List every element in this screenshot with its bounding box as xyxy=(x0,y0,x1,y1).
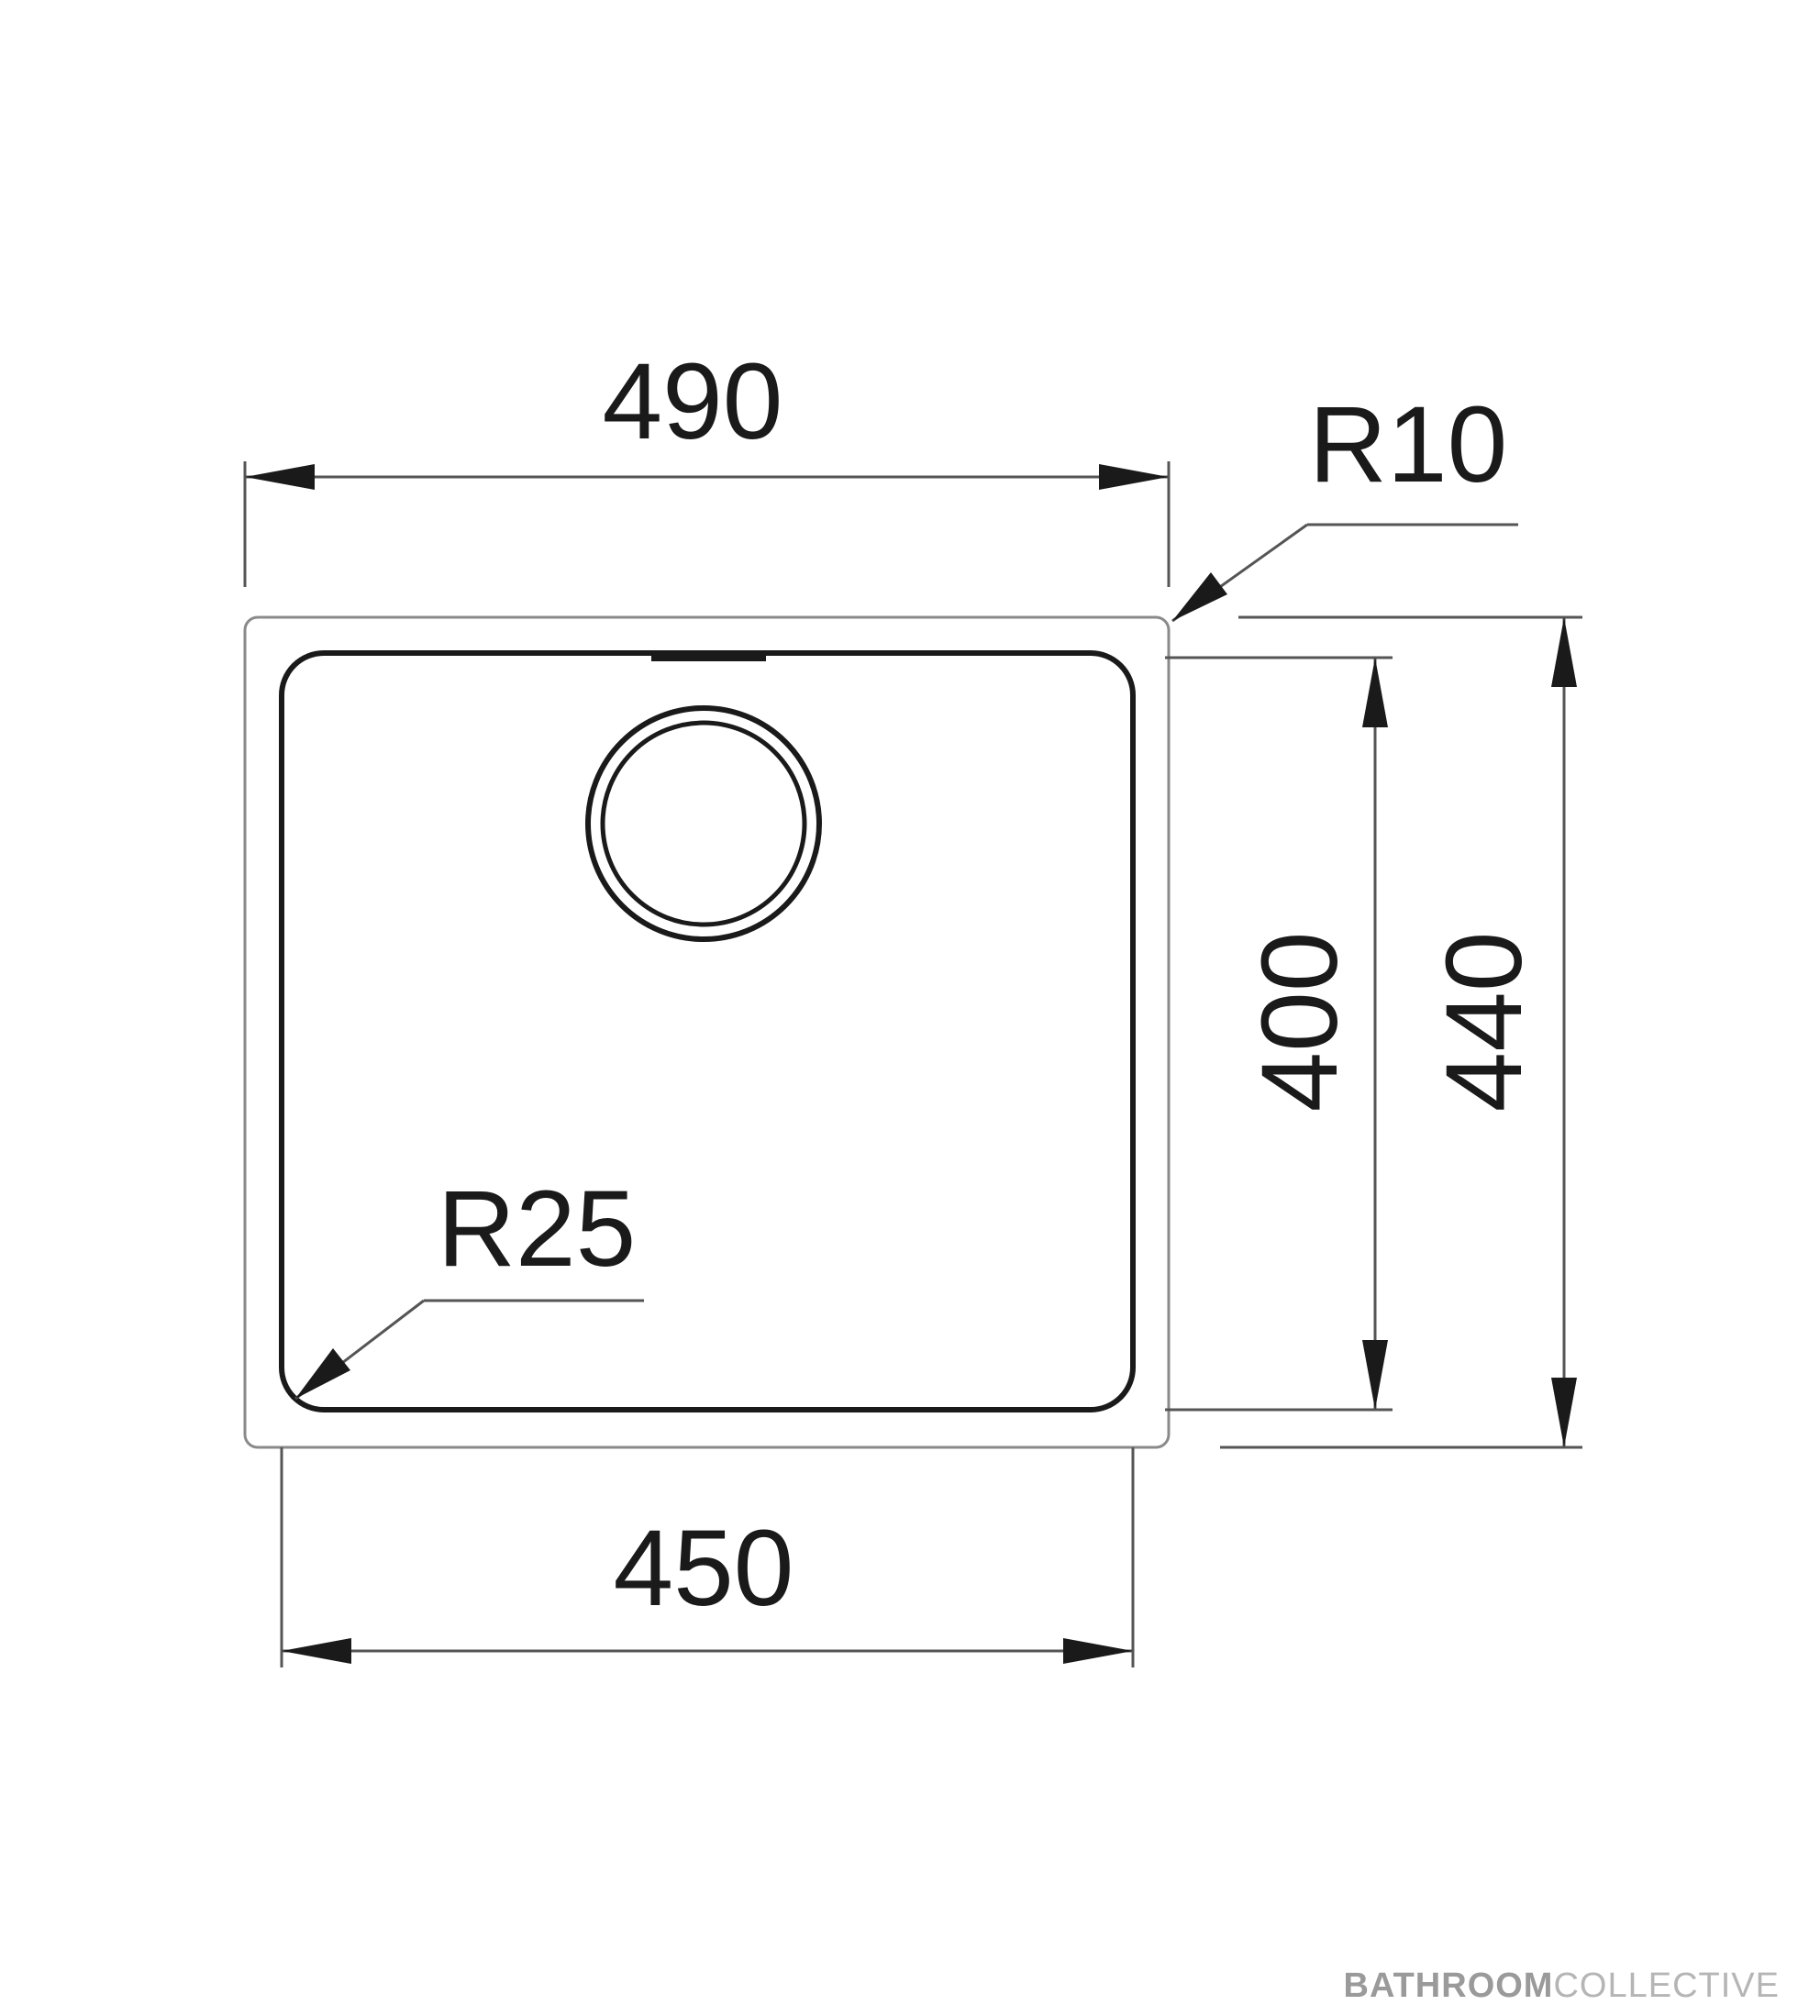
dim-450-label: 450 xyxy=(614,1508,794,1629)
r10-leader-arrow xyxy=(1172,572,1227,621)
dim-440-arrow-bottom xyxy=(1551,1378,1577,1447)
dim-490-arrow-right xyxy=(1099,464,1169,490)
dim-400-label: 400 xyxy=(1239,932,1360,1113)
brand-logo: BATHROOMCOLLECTIVE xyxy=(1344,1966,1780,2006)
drain-inner-ring xyxy=(600,720,807,927)
drain-outer-ring xyxy=(585,705,822,942)
r25-label: R25 xyxy=(438,1169,636,1290)
r25-leader-arrow xyxy=(295,1348,350,1399)
brand-name-primary: BATHROOM xyxy=(1343,1966,1554,2005)
sink-outer-outline xyxy=(243,615,1171,1449)
r10-label: R10 xyxy=(1309,384,1507,505)
dim-490-label: 490 xyxy=(603,341,783,462)
brand-name-secondary: COLLECTIVE xyxy=(1553,1966,1780,2005)
dim-450-arrow-right xyxy=(1063,1638,1133,1664)
dim-400-arrow-bottom xyxy=(1362,1340,1388,1410)
dim-440-label: 440 xyxy=(1424,932,1545,1113)
bowl-outline xyxy=(279,650,1136,1412)
dim-490-arrow-left xyxy=(245,464,315,490)
dim-450-arrow-left xyxy=(282,1638,351,1664)
dim-400-arrow-top xyxy=(1362,658,1388,727)
dim-440-arrow-top xyxy=(1551,617,1577,687)
